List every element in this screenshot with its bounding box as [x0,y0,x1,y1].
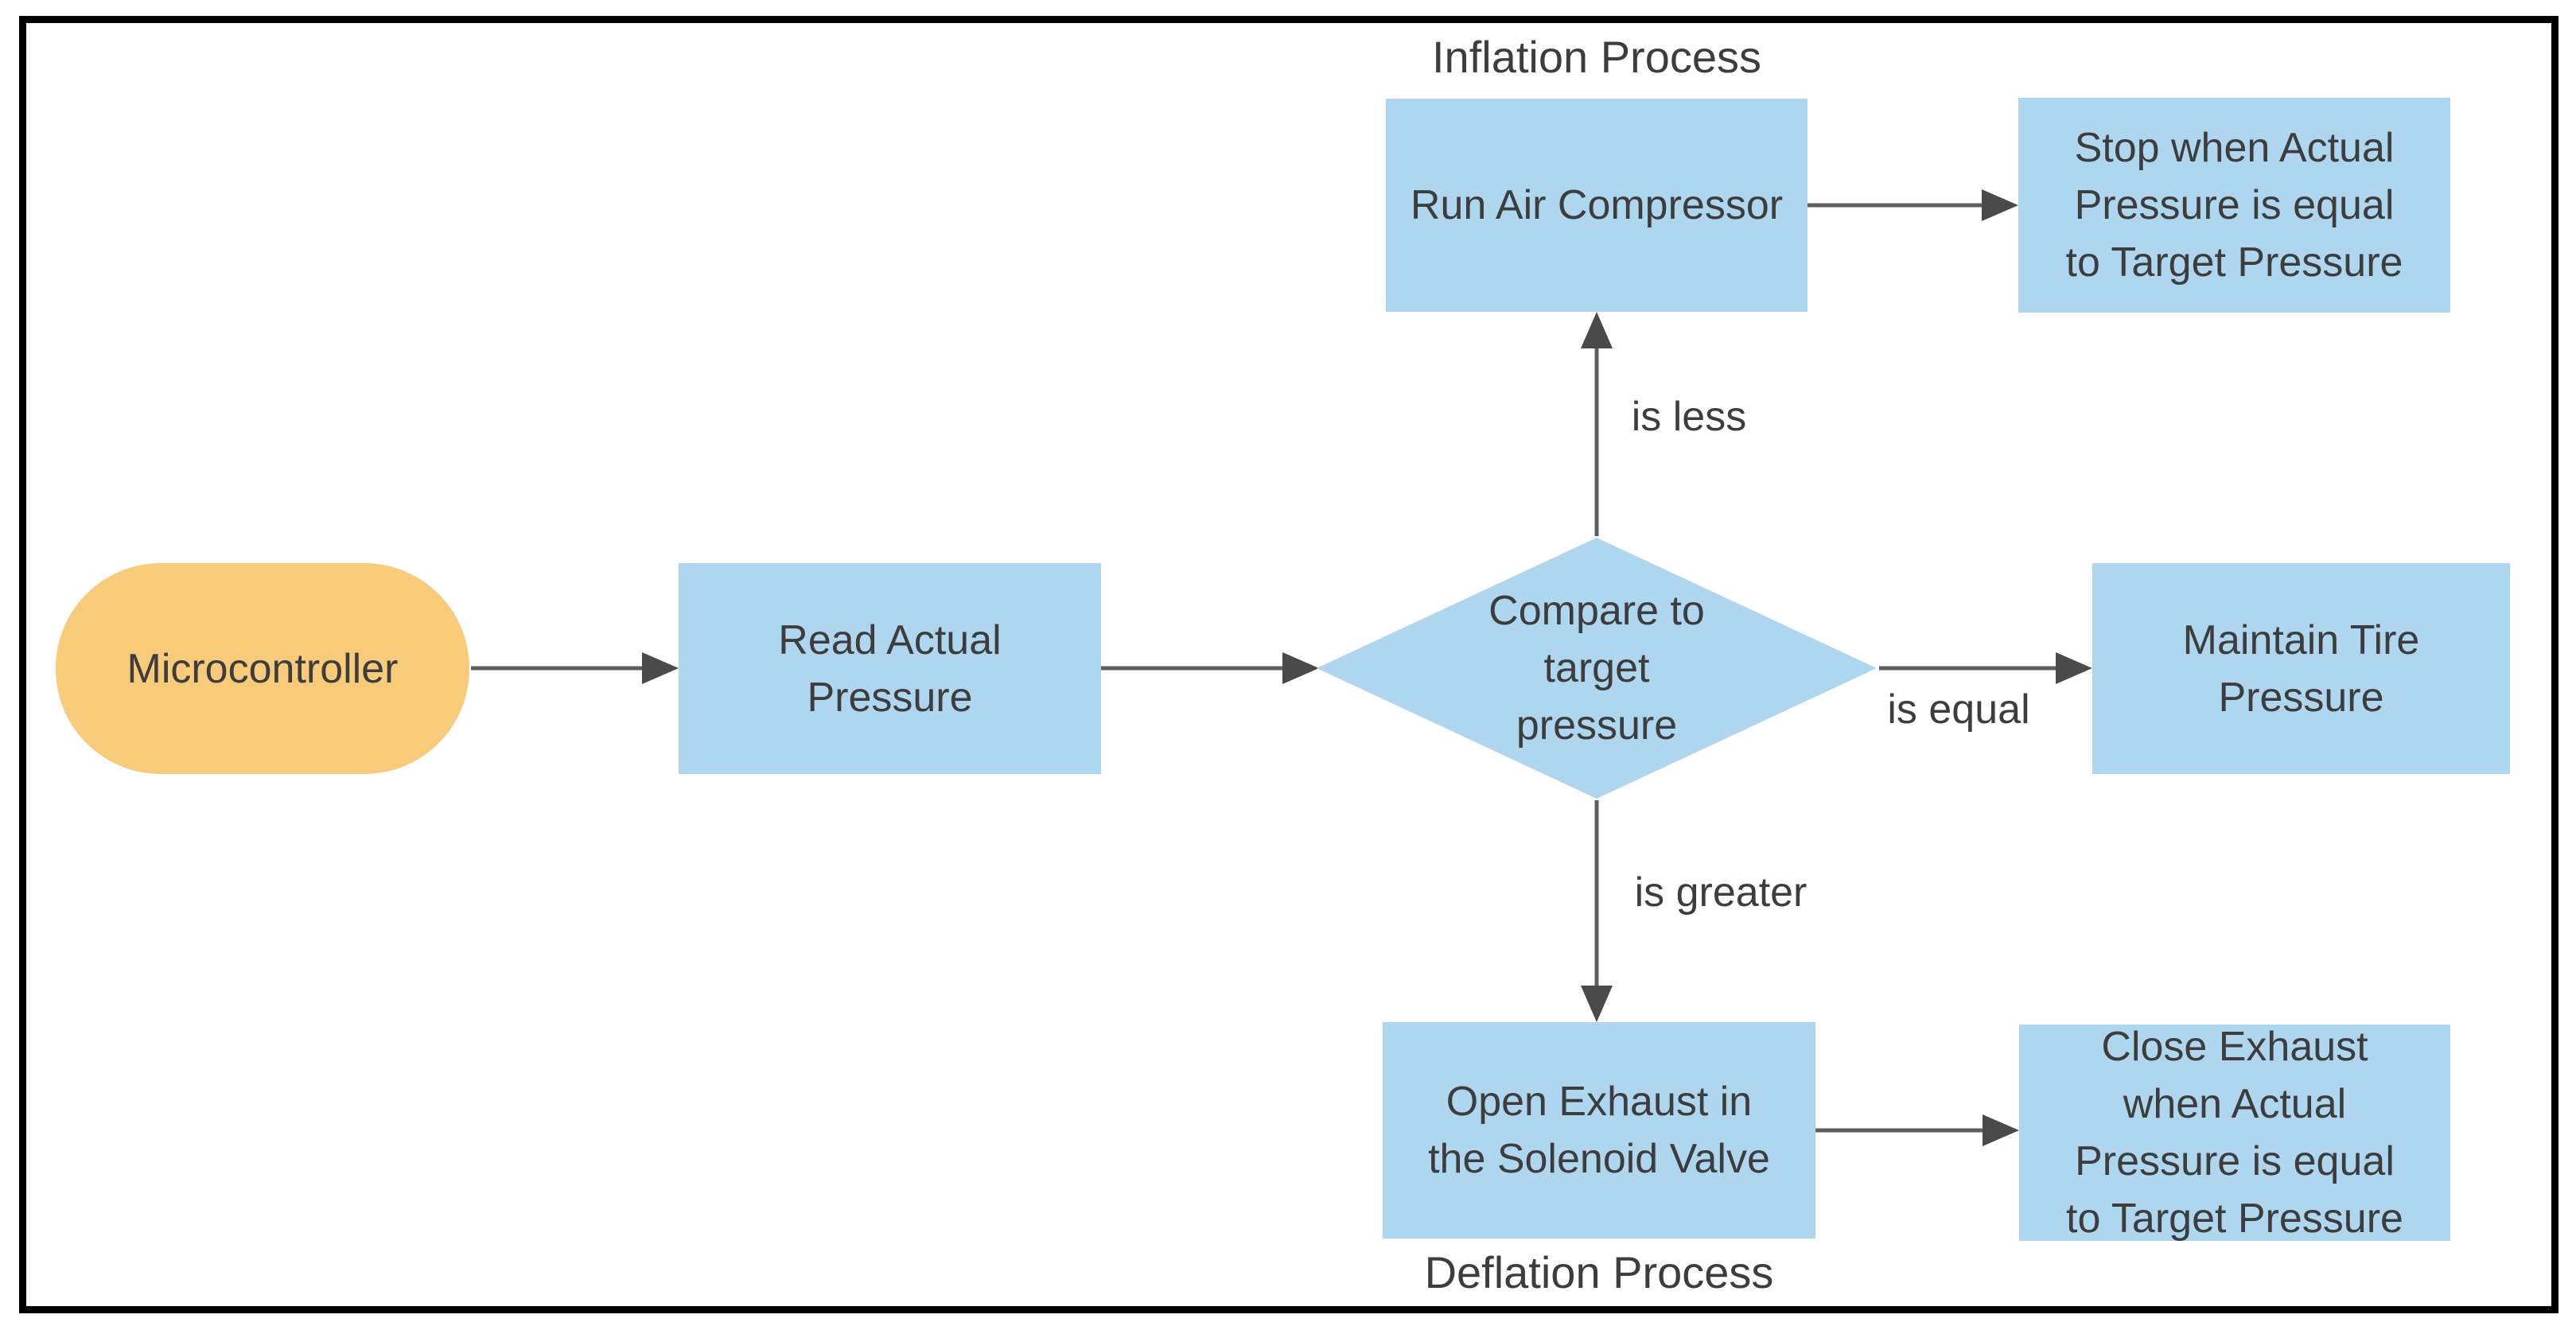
edge-label-is-less: is less [1631,394,1747,440]
node-open-exhaust: Open Exhaust in the Solenoid Valve [1383,1022,1815,1239]
node-compare-to-target-pressure: Compare to target pressure [1317,538,1877,799]
node-close-exhaust: Close Exhaust when Actual Pressure is eq… [2019,1024,2450,1242]
node-microcontroller: Microcontroller [56,563,469,774]
edge-open-to-close-arrowhead [1983,1114,2019,1146]
deflation-process-title: Deflation Process [1424,1247,1774,1297]
diagram-border [19,16,2558,1313]
node-close-exhaust-label: Close Exhaust when Actual Pressure is eq… [2066,1024,2403,1242]
edge-compare-to-run-arrowhead [1581,312,1613,348]
edge-microcontroller-to-read-arrowhead [642,652,679,684]
edge-compare-to-maintain-arrowhead [2056,652,2092,684]
edge-read-to-compare-arrowhead [1282,652,1319,684]
node-maintain-tire-pressure: Maintain Tire Pressure [2092,563,2510,774]
node-maintain-tire-pressure-label: Maintain Tire Pressure [2182,616,2420,721]
edge-label-is-equal: is equal [1887,686,2030,733]
edge-run-to-stop-arrowhead [1982,189,2018,221]
edge-label-is-greater: is greater [1634,869,1807,916]
node-read-actual-pressure: Read Actual Pressure [679,563,1101,774]
node-compare-to-target-pressure-label: Compare to target pressure [1488,588,1705,749]
inflation-process-title: Inflation Process [1432,32,1761,82]
edge-compare-to-open-arrowhead [1581,986,1613,1022]
node-open-exhaust-label: Open Exhaust in the Solenoid Valve [1428,1079,1770,1182]
node-stop-when-equal: Stop when Actual Pressure is equal to Ta… [2018,98,2450,313]
node-microcontroller-label: Microcontroller [126,645,399,692]
node-run-air-compressor: Run Air Compressor [1386,99,1807,312]
node-run-air-compressor-label: Run Air Compressor [1410,182,1784,228]
node-read-actual-pressure-label: Read Actual Pressure [778,616,1002,721]
node-stop-when-equal-label: Stop when Actual Pressure is equal to Ta… [2065,125,2403,286]
